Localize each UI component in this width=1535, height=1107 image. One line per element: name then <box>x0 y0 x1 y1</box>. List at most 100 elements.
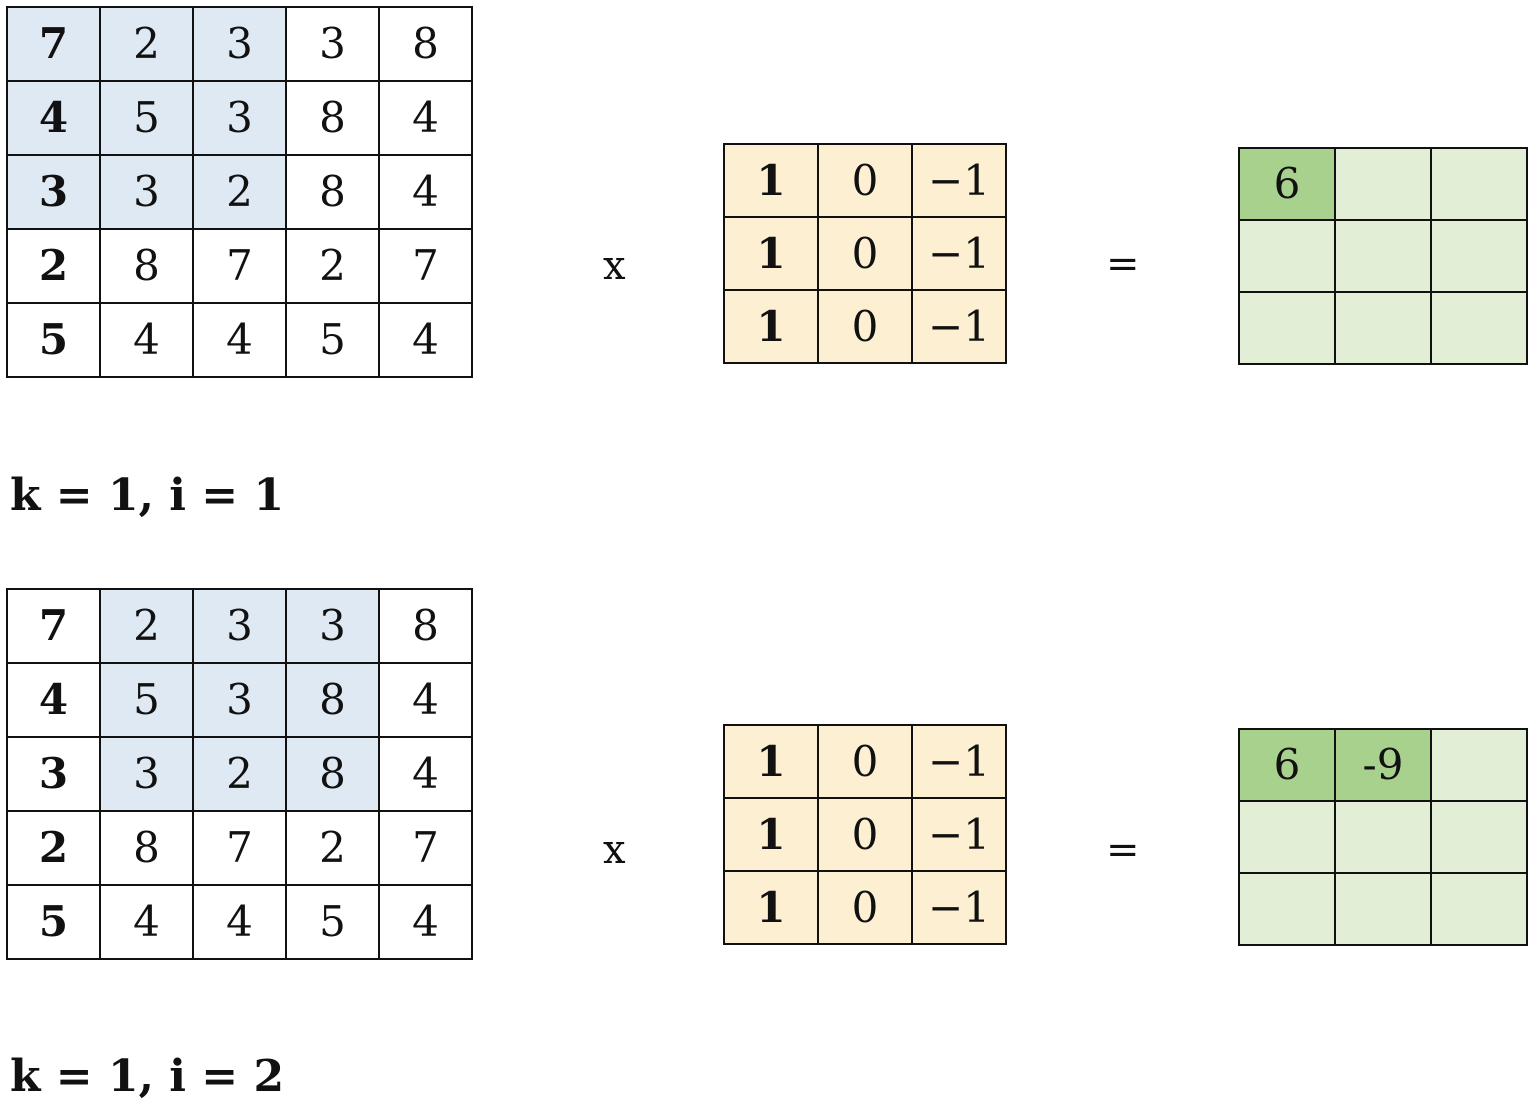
input-cell: 4 <box>378 884 473 960</box>
output-row: 6-9 <box>1238 728 1528 802</box>
input-cell: 2 <box>285 228 380 304</box>
output-row: 6 <box>1238 147 1528 221</box>
output-cell <box>1430 800 1528 874</box>
input-cell: 8 <box>378 6 473 82</box>
input-cell: 4 <box>6 662 101 738</box>
output-cell <box>1430 219 1528 293</box>
input-cell: 8 <box>285 80 380 156</box>
equals-sign: = <box>1106 827 1140 873</box>
kernel-cell: 1 <box>723 870 819 945</box>
output-cell: 6 <box>1238 147 1336 221</box>
output-cell <box>1430 291 1528 365</box>
output-matrix-step-1: 6 <box>1238 147 1528 365</box>
input-cell: 5 <box>6 884 101 960</box>
input-cell: 7 <box>378 228 473 304</box>
kernel-cell: 0 <box>817 143 913 218</box>
output-cell <box>1238 291 1336 365</box>
input-cell: 3 <box>6 154 101 230</box>
kernel-cell: −1 <box>911 216 1007 291</box>
input-cell: 4 <box>6 80 101 156</box>
step-caption: k = 1, i = 1 <box>10 470 285 521</box>
output-cell <box>1334 800 1432 874</box>
input-cell: 7 <box>6 588 101 664</box>
multiply-sign: x <box>603 827 626 873</box>
kernel-cell: 0 <box>817 797 913 872</box>
output-cell <box>1334 872 1432 946</box>
input-cell: 7 <box>192 228 287 304</box>
input-cell: 5 <box>6 302 101 378</box>
input-cell: 4 <box>99 884 194 960</box>
kernel-cell: −1 <box>911 724 1007 799</box>
input-cell: 3 <box>192 662 287 738</box>
input-cell: 5 <box>285 302 380 378</box>
input-cell: 3 <box>285 6 380 82</box>
output-row <box>1238 872 1528 946</box>
output-cell <box>1334 147 1432 221</box>
input-cell: 4 <box>99 302 194 378</box>
input-cell: 3 <box>99 154 194 230</box>
input-cell: 8 <box>99 810 194 886</box>
output-cell: 6 <box>1238 728 1336 802</box>
output-matrix-step-2: 6-9 <box>1238 728 1528 946</box>
input-cell: 7 <box>378 810 473 886</box>
input-cell: 2 <box>6 810 101 886</box>
output-cell <box>1430 147 1528 221</box>
kernel-cell: 1 <box>723 289 819 364</box>
output-cell <box>1238 872 1336 946</box>
input-cell: 3 <box>192 6 287 82</box>
input-cell: 2 <box>192 736 287 812</box>
input-cell: 4 <box>378 736 473 812</box>
output-row <box>1238 291 1528 365</box>
kernel-cell: 0 <box>817 870 913 945</box>
output-cell <box>1238 219 1336 293</box>
input-cell: 2 <box>99 588 194 664</box>
input-cell: 7 <box>192 810 287 886</box>
input-cell: 4 <box>378 80 473 156</box>
equals-sign: = <box>1106 241 1140 287</box>
multiply-sign: x <box>603 243 626 289</box>
kernel-cell: 1 <box>723 143 819 218</box>
output-cell <box>1238 800 1336 874</box>
input-cell: 8 <box>285 662 380 738</box>
kernel-cell: 0 <box>817 724 913 799</box>
input-cell: 4 <box>378 154 473 230</box>
output-cell <box>1430 872 1528 946</box>
output-cell: -9 <box>1334 728 1432 802</box>
output-row <box>1238 219 1528 293</box>
kernel-cell: 0 <box>817 289 913 364</box>
kernel-cell: 1 <box>723 724 819 799</box>
input-cell: 3 <box>285 588 380 664</box>
kernel-cell: −1 <box>911 797 1007 872</box>
step-caption: k = 1, i = 2 <box>10 1051 285 1102</box>
input-cell: 4 <box>192 302 287 378</box>
output-cell <box>1334 219 1432 293</box>
input-cell: 5 <box>285 884 380 960</box>
input-cell: 8 <box>99 228 194 304</box>
input-cell: 2 <box>192 154 287 230</box>
input-cell: 8 <box>285 736 380 812</box>
input-cell: 5 <box>99 662 194 738</box>
kernel-cell: 1 <box>723 216 819 291</box>
kernel-cell: −1 <box>911 870 1007 945</box>
input-cell: 3 <box>192 80 287 156</box>
input-cell: 3 <box>192 588 287 664</box>
input-cell: 5 <box>99 80 194 156</box>
kernel-cell: −1 <box>911 289 1007 364</box>
